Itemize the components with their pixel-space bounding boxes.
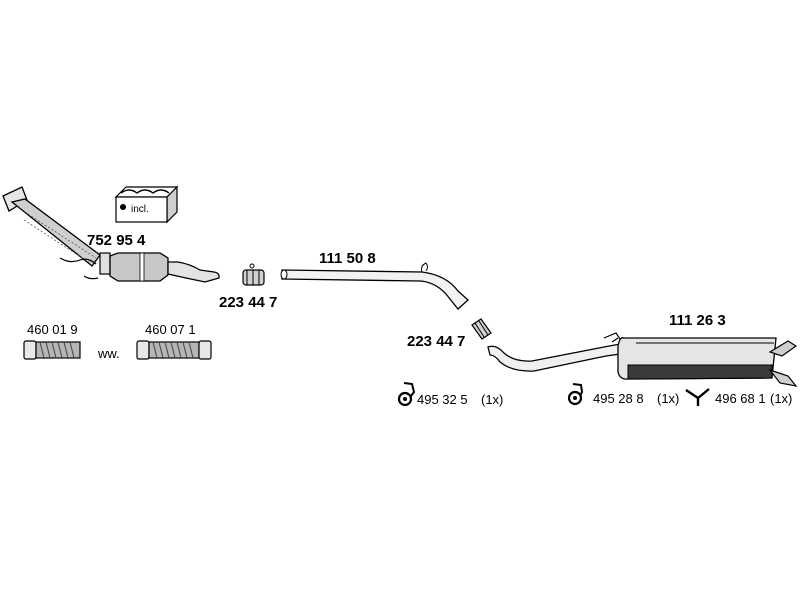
front-clamp-part-number: 223 44 7	[219, 294, 278, 311]
rear-clamp	[471, 318, 492, 340]
kit-included-label: incl.	[131, 204, 149, 215]
rear-muffler-assembly	[487, 332, 798, 387]
rear-clamp-part-number: 223 44 7	[407, 333, 466, 350]
hanger-3-quantity: (1x)	[770, 391, 793, 406]
front-clamp	[242, 263, 265, 286]
rear-muffler-part-number: 111 26 3	[669, 312, 726, 329]
hanger-1-part-number: 495 32 5	[417, 392, 468, 407]
hanger-1-drawing	[397, 382, 416, 407]
flex-pipe-a-part-number: 460 01 9	[27, 322, 78, 337]
catalytic-converter-part-number: 752 95 4	[87, 232, 146, 249]
center-pipe-part-number: 111 50 8	[319, 250, 376, 267]
hanger-1-quantity: (1x)	[481, 392, 504, 407]
catalytic-converter-assembly	[2, 186, 220, 283]
hanger-2-drawing	[567, 383, 584, 406]
flex-pipe-a-drawing	[23, 340, 81, 360]
flex-pipe-b-drawing	[136, 340, 212, 360]
flex-pipe-b-part-number: 460 07 1	[145, 322, 196, 337]
hanger-2-part-number: 495 28 8	[593, 391, 644, 406]
flex-pipe-separator: ww.	[98, 346, 120, 361]
hanger-2-quantity: (1x)	[657, 391, 680, 406]
hanger-3-drawing	[685, 388, 710, 406]
mounting-kit-box	[114, 185, 179, 224]
center-pipe	[280, 262, 469, 310]
hanger-3-part-number: 496 68 1	[715, 391, 766, 406]
